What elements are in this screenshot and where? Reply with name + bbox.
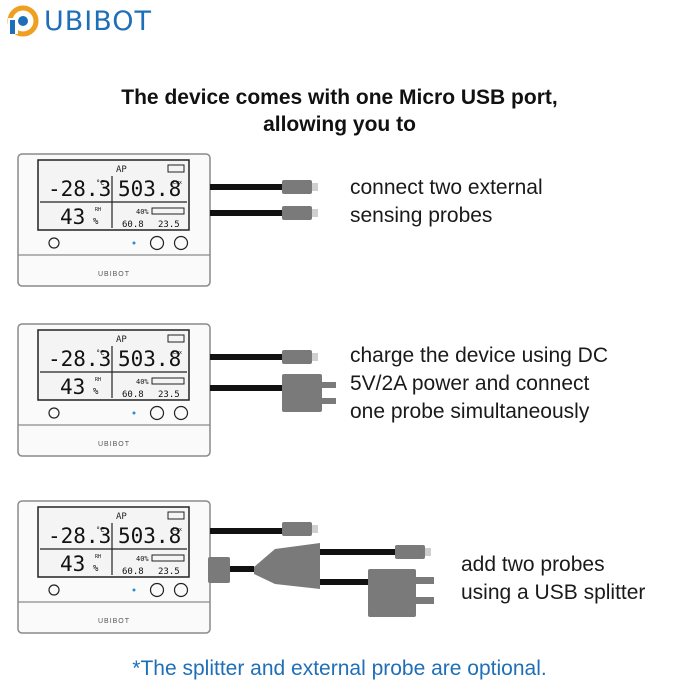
svg-text:23.5: 23.5: [158, 567, 180, 577]
lcd-humidity: 43: [60, 205, 85, 229]
lcd-light: 503.8: [118, 177, 181, 201]
headline: The device comes with one Micro USB port…: [0, 84, 679, 138]
svg-text:RH: RH: [95, 377, 101, 383]
usb-splitter-assembly: [208, 522, 434, 617]
svg-text:23.5: 23.5: [158, 390, 180, 400]
lcd-readings: AP -28.3 °C 503.8 Lux 43 % RH 40% 60.8 2…: [48, 511, 185, 577]
power-adapter: [282, 374, 322, 412]
svg-text:Lux: Lux: [173, 350, 182, 356]
lcd-readings: AP -28.3 °C 503.8 Lux 43 % RH 40% 60.8 2…: [48, 164, 185, 230]
device-button-mid: [149, 235, 165, 251]
option-3-line-2: using a USB splitter: [461, 581, 646, 604]
option-2-text: charge the device using DC 5V/2A power a…: [350, 342, 608, 426]
svg-text:°C: °C: [96, 526, 104, 534]
logo-text: UBIBOT: [44, 5, 153, 37]
device-illustration-3: AP -28.3 °C 503.8 Lux 43 % RH 40% 60.8 2…: [17, 500, 434, 634]
svg-text:AP: AP: [116, 335, 127, 345]
probe-cables: [210, 180, 318, 220]
option-1-text: connect two external sensing probes: [350, 174, 543, 230]
option-1-line-1: connect two external: [350, 176, 543, 199]
lcd-readings: AP -28.3 °C 503.8 Lux 43 % RH 40% 60.8 2…: [48, 334, 185, 400]
lcd-battery-pct: 40%: [136, 208, 149, 216]
status-ap: AP: [116, 165, 127, 175]
usb-splitter: [254, 543, 320, 589]
lcd-light-unit: Lux: [173, 180, 182, 186]
svg-text:°C: °C: [96, 349, 104, 357]
lcd-humidity-unit: %: [93, 217, 99, 227]
probe-and-power-cables: [210, 350, 336, 412]
lcd-rh-label: RH: [95, 207, 101, 213]
option-row-3: AP -28.3 °C 503.8 Lux 43 % RH 40% 60.8 2…: [0, 499, 679, 649]
ubibot-logo-icon: [7, 5, 39, 37]
svg-text:503.8: 503.8: [118, 347, 181, 371]
svg-text:-28.3: -28.3: [48, 347, 111, 371]
svg-text:60.8: 60.8: [122, 567, 144, 577]
lcd-temp-unit: °C: [96, 179, 104, 187]
svg-text:60.8: 60.8: [122, 390, 144, 400]
svg-text:UBIBOT: UBIBOT: [98, 618, 130, 625]
option-row-1: AP -28.3 °C 503.8 Lux 43 % RH 40% 60.8 2…: [0, 152, 679, 302]
svg-text:RH: RH: [95, 554, 101, 560]
lcd-probe-1: 60.8: [122, 220, 144, 230]
device-button-right: [173, 235, 189, 251]
device-body: AP -28.3 °C 503.8 Lux 43 % RH 40% 60.8 2…: [17, 323, 211, 457]
headline-line-1: The device comes with one Micro USB port…: [121, 86, 558, 109]
svg-text:503.8: 503.8: [118, 524, 181, 548]
option-3-line-1: add two probes: [461, 553, 605, 576]
svg-text:40%: 40%: [136, 555, 149, 563]
device-illustration-1: AP -28.3 °C 503.8 Lux 43 % RH 40% 60.8 2…: [17, 153, 318, 287]
option-2-line-2: 5V/2A power and connect: [350, 372, 590, 395]
option-3-text: add two probes using a USB splitter: [461, 551, 645, 607]
svg-text:-28.3: -28.3: [48, 524, 111, 548]
device-illustration-2: AP -28.3 °C 503.8 Lux 43 % RH 40% 60.8 2…: [17, 323, 336, 457]
svg-text:%: %: [93, 387, 99, 397]
svg-text:AP: AP: [116, 512, 127, 522]
option-row-2: AP -28.3 °C 503.8 Lux 43 % RH 40% 60.8 2…: [0, 322, 679, 472]
option-2-line-3: one probe simultaneously: [350, 400, 590, 423]
option-1-line-2: sensing probes: [350, 204, 493, 227]
headline-line-2: allowing you to: [263, 113, 416, 136]
splitter-plug: [208, 557, 230, 583]
device-brand: UBIBOT: [98, 271, 130, 278]
lcd-temp: -28.3: [48, 177, 111, 201]
option-2-line-1: charge the device using DC: [350, 344, 608, 367]
svg-text:Lux: Lux: [173, 527, 182, 533]
svg-text:40%: 40%: [136, 378, 149, 386]
device-button-left: [48, 237, 60, 249]
status-led: [132, 241, 136, 245]
device-body: AP -28.3 °C 503.8 Lux 43 % RH 40% 60.8 2…: [17, 500, 211, 634]
device-body: AP -28.3 °C 503.8 Lux 43 % RH 40% 60.8 2…: [17, 153, 211, 287]
footnote: *The splitter and external probe are opt…: [132, 657, 547, 680]
ubibot-logo: UBIBOT: [6, 4, 152, 38]
lcd-probe-2: 23.5: [158, 220, 180, 230]
svg-text:%: %: [93, 564, 99, 574]
svg-text:43: 43: [60, 375, 85, 399]
svg-text:UBIBOT: UBIBOT: [98, 441, 130, 448]
svg-text:43: 43: [60, 552, 85, 576]
